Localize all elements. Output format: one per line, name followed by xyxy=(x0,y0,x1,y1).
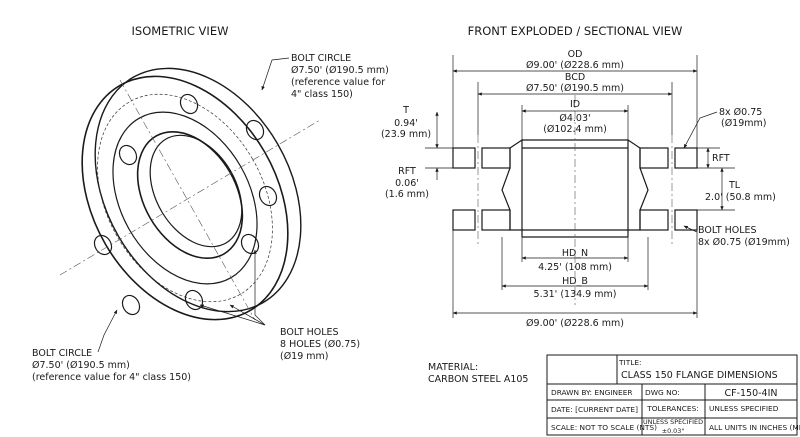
svg-text:(Ø102.4 mm): (Ø102.4 mm) xyxy=(543,124,607,135)
svg-text:BCD: BCD xyxy=(565,72,585,83)
svg-text:T: T xyxy=(402,105,409,116)
svg-text:4.25' (108 mm): 4.25' (108 mm) xyxy=(538,262,612,273)
dim-base-od: Ø9.00' (Ø228.6 mm) xyxy=(526,318,624,329)
svg-text:8x Ø0.75 (Ø19mm): 8x Ø0.75 (Ø19mm) xyxy=(698,237,790,248)
svg-text:TL: TL xyxy=(728,180,741,191)
isometric-view-title: ISOMETRIC VIEW xyxy=(132,24,229,38)
svg-text:8x Ø0.75: 8x Ø0.75 xyxy=(719,107,762,118)
svg-text:Ø7.50' (Ø190.5 mm): Ø7.50' (Ø190.5 mm) xyxy=(32,360,130,371)
svg-text:BOLT CIRCLE: BOLT CIRCLE xyxy=(32,348,92,359)
dim-hd-b: HD_B 5.31' (134.9 mm) xyxy=(534,276,617,300)
svg-text:8 HOLES (Ø0.75): 8 HOLES (Ø0.75) xyxy=(280,339,360,350)
svg-text:Ø7.50' (Ø190.5 mm): Ø7.50' (Ø190.5 mm) xyxy=(291,65,389,76)
units-field: ALL UNITS IN INCHES (MM) xyxy=(709,423,800,432)
unless-specified: UNLESS SPECIFIED xyxy=(709,404,779,413)
dim-holes-right: 8x Ø0.75 (Ø19mm) xyxy=(719,107,767,129)
svg-text:HD_B: HD_B xyxy=(562,276,588,287)
dwg-number: CF-150-4IN xyxy=(724,388,777,399)
iso-bolt-circle-top-label: BOLT CIRCLE Ø7.50' (Ø190.5 mm) (referenc… xyxy=(291,53,389,100)
dim-bcd: BCD Ø7.50' (Ø190.5 mm) xyxy=(526,72,624,94)
drawn-by: DRAWN BY: ENGINEER xyxy=(551,388,633,397)
isometric-flange xyxy=(59,57,321,353)
dim-hd-n: HD_N 4.25' (108 mm) xyxy=(538,248,612,273)
dim-t: T 0.94' (23.9 mm) xyxy=(381,105,431,140)
svg-text:(1.6 mm): (1.6 mm) xyxy=(385,189,429,200)
tolerances-value-1: UNLESS SPECIFIED xyxy=(643,418,703,426)
svg-text:(reference value for 4" class: (reference value for 4" class 150) xyxy=(32,372,191,383)
svg-text:5.31' (134.9 mm): 5.31' (134.9 mm) xyxy=(534,289,617,300)
scale-field: SCALE: NOT TO SCALE (NTS) xyxy=(551,423,657,432)
drawing-title: CLASS 150 FLANGE DIMENSIONS xyxy=(621,370,778,381)
svg-text:ID: ID xyxy=(570,99,580,110)
svg-text:0.06': 0.06' xyxy=(395,178,419,189)
svg-text:Ø7.50' (Ø190.5 mm): Ø7.50' (Ø190.5 mm) xyxy=(526,83,624,94)
svg-text:CARBON STEEL A105: CARBON STEEL A105 xyxy=(428,374,528,385)
svg-text:RFT: RFT xyxy=(398,166,416,177)
svg-text:Ø9.00' (Ø228.6 mm): Ø9.00' (Ø228.6 mm) xyxy=(526,60,624,71)
tolerances-value-2: ±0.03" xyxy=(662,427,685,435)
date-field: DATE: [CURRENT DATE] xyxy=(551,405,638,414)
title-block xyxy=(546,354,798,436)
tolerances-label: TOLERANCES: xyxy=(646,404,699,413)
dim-od: OD Ø9.00' (Ø228.6 mm) xyxy=(526,49,624,71)
dwg-label: DWG NO: xyxy=(645,388,680,397)
svg-text:0.94': 0.94' xyxy=(394,118,418,129)
dim-tl: TL 2.0' (50.8 mm) xyxy=(705,180,776,203)
sectional-flange xyxy=(425,55,735,318)
svg-text:BOLT HOLES: BOLT HOLES xyxy=(698,225,757,236)
svg-text:OD: OD xyxy=(568,49,583,60)
dim-bolt-holes-right: BOLT HOLES 8x Ø0.75 (Ø19mm) xyxy=(698,225,790,248)
svg-text:BOLT HOLES: BOLT HOLES xyxy=(280,327,339,338)
svg-text:(Ø19 mm): (Ø19 mm) xyxy=(280,351,329,362)
iso-bolt-holes xyxy=(93,93,278,316)
svg-text:(reference value for: (reference value for xyxy=(291,77,385,88)
front-view-title: FRONT EXPLODED / SECTIONAL VIEW xyxy=(468,24,683,38)
dim-rft-left: RFT 0.06' (1.6 mm) xyxy=(385,166,429,200)
svg-text:Ø4.03': Ø4.03' xyxy=(559,113,590,124)
iso-bolt-circle-bottom-label: BOLT CIRCLE Ø7.50' (Ø190.5 mm) (referenc… xyxy=(32,348,191,383)
svg-text:HD_N: HD_N xyxy=(562,248,588,259)
svg-text:MATERIAL:: MATERIAL: xyxy=(428,362,478,373)
svg-text:BOLT CIRCLE: BOLT CIRCLE xyxy=(291,53,351,64)
dim-id: ID Ø4.03' (Ø102.4 mm) xyxy=(543,99,607,135)
svg-text:(23.9 mm): (23.9 mm) xyxy=(381,129,431,140)
dim-rft-right: RFT xyxy=(712,153,730,164)
svg-text:2.0' (50.8 mm): 2.0' (50.8 mm) xyxy=(705,192,776,203)
material-note: MATERIAL: CARBON STEEL A105 xyxy=(428,362,528,385)
svg-text:4" class 150): 4" class 150) xyxy=(291,89,353,100)
svg-text:(Ø19mm): (Ø19mm) xyxy=(721,118,767,129)
iso-bolt-holes-label: BOLT HOLES 8 HOLES (Ø0.75) (Ø19 mm) xyxy=(280,327,360,362)
title-label: TITLE: xyxy=(618,358,642,367)
